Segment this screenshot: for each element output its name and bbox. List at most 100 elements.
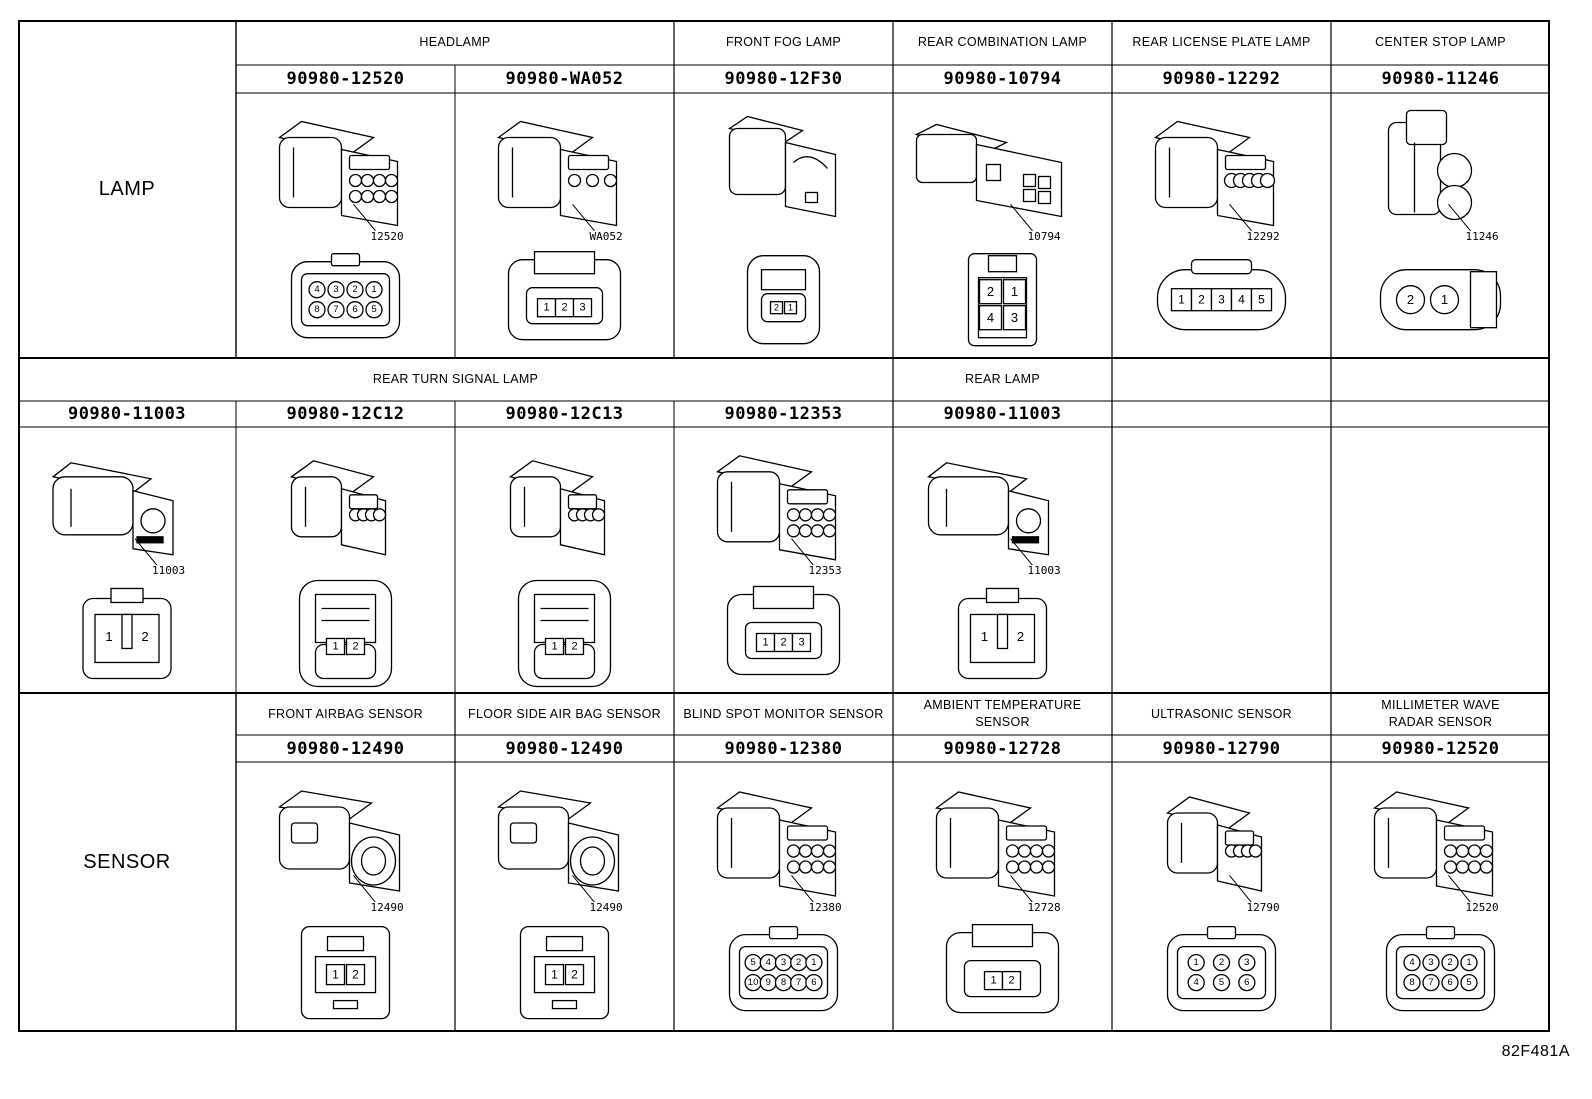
callout-leader — [791, 538, 814, 566]
terminal-number: 5 — [750, 957, 755, 968]
group-title-rear_combination: REAR COMBINATION LAMP — [917, 35, 1088, 49]
terminal-number: 2 — [352, 640, 358, 652]
terminal-number: 2 — [780, 636, 786, 648]
terminal-number: 3 — [333, 284, 338, 295]
group-title-floor_side_airbag: FLOOR SIDE AIR BAG SENSOR — [468, 706, 661, 721]
callout-label: 12490 — [369, 901, 405, 915]
terminal-number: 2 — [987, 284, 994, 299]
callout-leader — [1010, 203, 1033, 232]
group-title-headlamp: HEADLAMP — [419, 35, 491, 49]
terminal-number: 3 — [1218, 293, 1225, 307]
callout-leader — [1448, 875, 1471, 903]
callout-label: 12292 — [1245, 229, 1281, 243]
part-number: 90980-12490 — [505, 738, 624, 759]
terminal-number: 6 — [1447, 977, 1452, 988]
callout-label: 12520 — [369, 229, 405, 243]
group-title-front_airbag: FRONT AIRBAG SENSOR — [268, 706, 423, 721]
terminal-number: 7 — [333, 304, 338, 315]
terminal-number: 8 — [314, 304, 319, 315]
callout-label: 11003 — [151, 564, 187, 578]
terminal-number: 2 — [352, 968, 359, 982]
callout-label: 12520 — [1464, 901, 1500, 915]
part-number: 90980-12380 — [724, 738, 843, 759]
terminal-number: 4 — [1409, 957, 1414, 968]
part-number: 90980-12C12 — [286, 404, 405, 424]
terminal-number: 3 — [1011, 310, 1018, 325]
terminal-number: 8 — [781, 977, 786, 988]
terminal-number: 2 — [1008, 975, 1014, 987]
terminal-number: 4 — [1238, 293, 1245, 307]
callout-leader — [353, 203, 376, 232]
figure-code: 82F481A — [1501, 1043, 1570, 1060]
terminal-number: 5 — [1258, 293, 1265, 307]
terminal-number: 2 — [571, 640, 577, 652]
part-number: 90980-12292 — [1162, 69, 1281, 89]
part-number: 90980-12520 — [286, 69, 405, 89]
terminal-number: 7 — [1428, 977, 1433, 988]
terminal-number: 2 — [796, 957, 801, 968]
part-number: 90980-11246 — [1381, 69, 1500, 89]
outer-border — [18, 20, 1550, 1032]
terminal-number: 7 — [796, 977, 801, 988]
group-title-rear_lamp: REAR LAMP — [965, 372, 1040, 386]
terminal-number: 9 — [766, 977, 771, 988]
terminal-number: 3 — [1428, 957, 1433, 968]
group-title-ultrasonic: ULTRASONIC SENSOR — [1150, 706, 1292, 721]
callout-leader — [1229, 203, 1252, 232]
part-number: 90980-12F30 — [724, 69, 843, 89]
callout-label: 11003 — [1026, 564, 1062, 578]
callout-label: 11246 — [1464, 229, 1500, 243]
callout-label: 12490 — [588, 901, 624, 915]
terminal-number: 4 — [314, 284, 319, 295]
terminal-number: 1 — [551, 640, 557, 652]
callout-leader — [353, 875, 376, 903]
group-title-front_fog: FRONT FOG LAMP — [725, 35, 842, 49]
terminal-number: 1 — [981, 629, 988, 644]
group-title-center_stop: CENTER STOP LAMP — [1375, 35, 1506, 49]
callout-label: 12790 — [1245, 901, 1281, 915]
terminal-number: 3 — [579, 302, 585, 314]
terminal-number: 1 — [551, 968, 558, 982]
terminal-number: 1 — [371, 284, 376, 295]
terminal-number: 10 — [748, 977, 759, 988]
callout-label: 12380 — [807, 901, 843, 915]
terminal-number: 2 — [1219, 957, 1224, 968]
part-number: 90980-10794 — [943, 69, 1062, 89]
callout-leader — [1229, 875, 1252, 903]
terminal-number: 5 — [1219, 977, 1224, 988]
terminal-number: 4 — [766, 957, 771, 968]
terminal-number: 2 — [571, 968, 578, 982]
group-title-rear_license: REAR LICENSE PLATE LAMP — [1132, 35, 1311, 49]
terminal-number: 1 — [332, 640, 338, 652]
terminal-number: 4 — [987, 310, 994, 325]
terminal-number: 2 — [1198, 293, 1205, 307]
part-number: 90980-12490 — [286, 738, 405, 759]
callout-leader — [572, 203, 595, 232]
callout-leader — [1448, 203, 1471, 232]
terminal-number: 5 — [371, 304, 376, 315]
terminal-number: 4 — [1194, 977, 1199, 988]
category-lamp: LAMP — [98, 177, 156, 200]
terminal-number: 2 — [774, 303, 779, 313]
part-number: 90980-11003 — [943, 404, 1062, 424]
terminal-number: 3 — [1244, 957, 1249, 968]
callout-label: 12728 — [1026, 901, 1062, 915]
terminal-number: 1 — [990, 975, 996, 987]
callout-leader — [1010, 875, 1033, 903]
part-number: 90980-12353 — [724, 404, 843, 424]
